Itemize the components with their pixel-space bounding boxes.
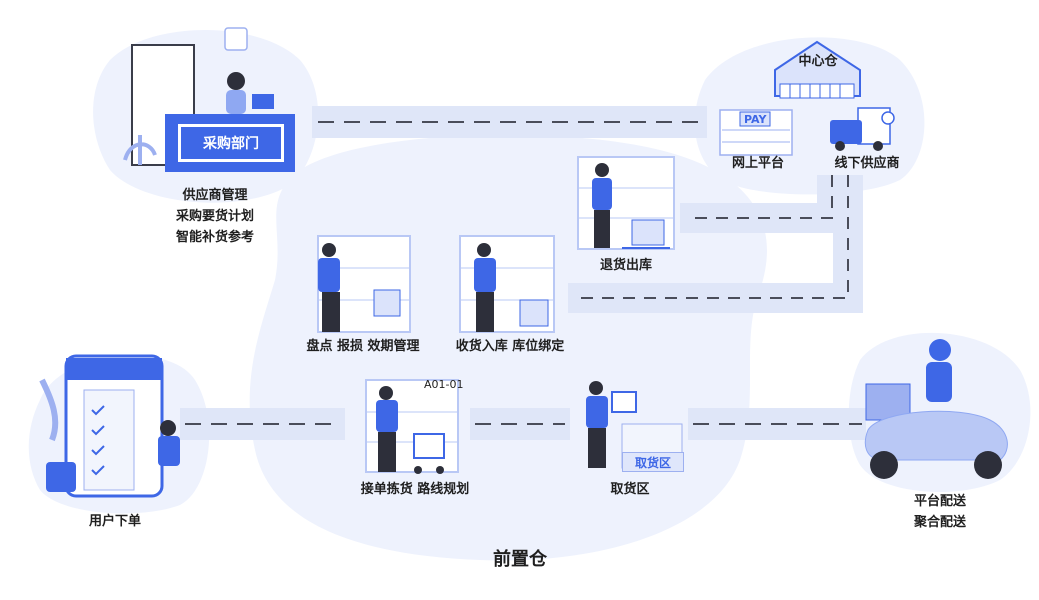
shelf-code: A01-01 bbox=[424, 378, 464, 391]
returns-label: 退货出库 bbox=[599, 258, 652, 273]
delivery-line-1: 平台配送 bbox=[913, 494, 966, 509]
user-illustration bbox=[39, 354, 180, 498]
online-platform-label: 网上平台 bbox=[731, 156, 784, 171]
inventory-label: 盘点 报损 效期管理 bbox=[306, 339, 420, 354]
front-warehouse-label: 前置仓 bbox=[493, 549, 547, 570]
central-warehouse-illustration bbox=[719, 40, 895, 156]
pickup-label: 取货区 bbox=[610, 482, 650, 497]
pickup-counter-sign: 取货区 bbox=[622, 452, 684, 472]
picking-illustration bbox=[365, 379, 459, 474]
user-order-label: 用户下单 bbox=[88, 514, 141, 529]
purchasing-sign: 采购部门 bbox=[178, 124, 284, 162]
purchasing-line-1: 供应商管理 bbox=[182, 188, 248, 203]
returns-illustration bbox=[577, 156, 675, 250]
purchasing-line-2: 采购要货计划 bbox=[175, 209, 254, 224]
road-central-returns bbox=[568, 175, 863, 313]
receiving-label: 收货入库 库位绑定 bbox=[455, 339, 565, 354]
road-purchase-central bbox=[312, 106, 707, 138]
pay-sign: PAY bbox=[744, 113, 767, 126]
offline-supplier-label: 线下供应商 bbox=[834, 156, 900, 171]
purchasing-line-3: 智能补货参考 bbox=[175, 230, 254, 245]
receiving-illustration bbox=[459, 235, 555, 333]
delivery-illustration bbox=[864, 339, 1008, 479]
picking-label: 接单拣货 路线规划 bbox=[360, 482, 470, 497]
road-bottom bbox=[180, 408, 866, 440]
warehouse-title: 中心仓 bbox=[798, 54, 838, 69]
delivery-line-2: 聚合配送 bbox=[913, 515, 966, 530]
inventory-illustration bbox=[317, 235, 411, 333]
